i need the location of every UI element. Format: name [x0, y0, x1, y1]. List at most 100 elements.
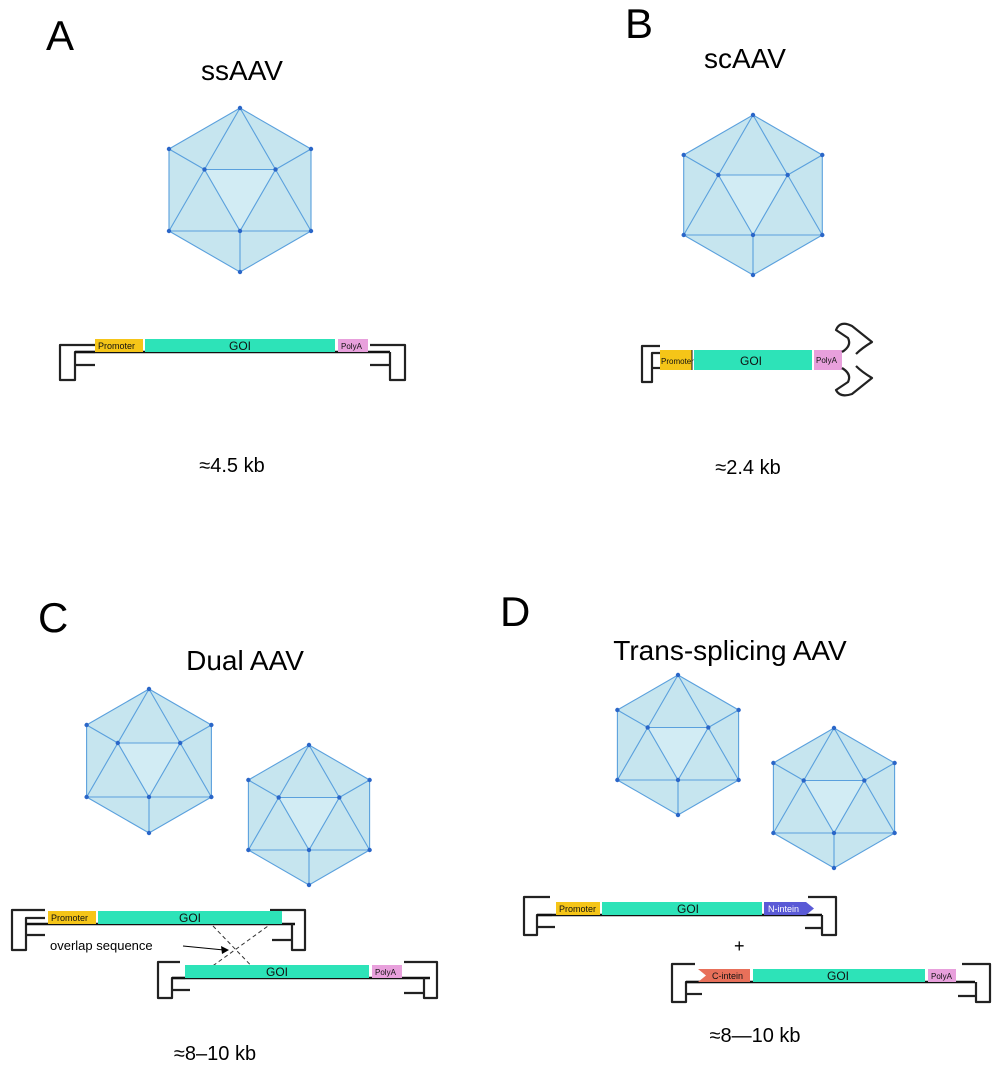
capsid-edge: [275, 148, 312, 170]
panel-letter-d: D: [500, 588, 530, 635]
capsid-vertex: [801, 778, 806, 783]
capsid-edge: [247, 797, 280, 851]
goi-segment: [753, 969, 925, 982]
capsid-vertex: [209, 794, 214, 800]
capsid-vertex: [706, 725, 711, 730]
capsid-edge: [647, 674, 679, 728]
panel-title-d: Trans-splicing AAV: [613, 635, 847, 666]
capsid-vertex: [246, 777, 251, 783]
capsid-vertex: [771, 830, 776, 836]
capsid-icon: [771, 725, 897, 871]
promoter-label: Promoter: [661, 357, 694, 366]
itr-left-icon: [640, 344, 660, 384]
capsid-vertex: [771, 760, 776, 766]
capsid-edge: [787, 154, 823, 176]
polya-segment: [814, 350, 842, 370]
capsid-icon: [615, 672, 741, 818]
capsid-vertex: [166, 146, 172, 152]
itr-right-icon: [404, 960, 439, 1000]
capsid-vertex: [681, 232, 686, 238]
capsid-vertex: [146, 794, 152, 800]
capsid-edge: [617, 709, 648, 728]
capsid-vertex: [736, 707, 741, 713]
capsid-edge: [864, 762, 895, 781]
capsid-vertex: [675, 777, 681, 783]
sc-hairpin-icon: [834, 322, 874, 355]
capsid-edge: [86, 742, 119, 798]
capsid-vertex: [202, 167, 207, 172]
capsid-vertex: [308, 146, 314, 152]
panel-a: A ssAAV Promoter GOI PolyA ≈4.5 kb: [46, 12, 407, 477]
capsid-vertex: [681, 152, 686, 158]
capsid-vertex: [146, 830, 152, 836]
capsid-vertex: [831, 830, 837, 836]
capsid-edge: [86, 724, 119, 744]
goi-label: GOI: [266, 965, 288, 979]
capsid-vertex: [716, 172, 721, 178]
capsid-edge: [168, 169, 205, 232]
goi-segment: [694, 350, 812, 370]
capsid-vertex: [736, 777, 741, 783]
capsid-icon: [84, 686, 214, 836]
capsid-vertex: [831, 865, 837, 871]
capsid-center-face: [277, 796, 341, 852]
capsid-edge: [752, 114, 789, 176]
capsid-edge: [168, 148, 205, 170]
capsid-edge: [148, 688, 181, 744]
capsid-edge: [338, 797, 371, 851]
capsid-edge: [308, 744, 340, 798]
capsid-vertex: [831, 725, 837, 731]
goi-label: GOI: [677, 902, 699, 916]
capsid-vertex: [177, 740, 183, 746]
capsid-vertex: [146, 686, 152, 692]
capsid-vertex: [84, 722, 89, 728]
capsid-icon: [246, 742, 372, 888]
goi-segment: [98, 911, 282, 924]
capsid-vertex: [209, 722, 214, 728]
capsid-vertex: [273, 167, 278, 172]
capsid-vertex: [750, 232, 756, 238]
capsid-vertex: [306, 847, 312, 853]
capsid-vertex: [820, 232, 825, 238]
capsid-center-face: [802, 779, 866, 835]
goi-segment: [145, 339, 335, 352]
polya-segment: [372, 965, 402, 978]
capsid-edge: [772, 780, 805, 834]
capsid-vertex: [306, 742, 312, 748]
polya-label: PolyA: [375, 968, 397, 977]
genome-construct-c1: Promoter GOI: [10, 908, 307, 952]
capsid-vertex: [785, 172, 790, 178]
capsid-edge: [787, 174, 823, 236]
capsid-edge: [803, 727, 835, 781]
capsid-edge: [717, 114, 754, 176]
capsid-edge: [683, 174, 719, 236]
panel-title-b: scAAV: [704, 43, 786, 74]
goi-label: GOI: [740, 354, 762, 368]
n-intein-segment: [764, 902, 814, 915]
capsid-vertex: [337, 795, 342, 800]
overlap-label: overlap sequence: [50, 938, 153, 953]
capsid-edge: [117, 688, 150, 744]
capsid-edge: [278, 744, 310, 798]
polya-label: PolyA: [816, 356, 838, 365]
itr-left-icon: [156, 960, 185, 1000]
itr-right-icon: [370, 343, 407, 382]
panel-title-c: Dual AAV: [186, 645, 304, 676]
capsid-vertex: [115, 740, 121, 746]
capsid-vertex: [246, 847, 251, 853]
capsid-edge: [683, 154, 719, 176]
size-label-d: ≈8—10 kb: [709, 1025, 800, 1047]
polya-segment: [928, 969, 956, 982]
capsid-center-face: [717, 174, 789, 237]
panel-d: D Trans-splicing AAV Promoter GOI N-inte…: [500, 588, 992, 1047]
capsid-vertex: [367, 847, 372, 853]
panel-letter-c: C: [38, 594, 68, 641]
c-intein-label: C-intein: [712, 971, 743, 981]
capsid-vertex: [645, 725, 650, 730]
genome-construct-a: Promoter GOI PolyA: [58, 339, 407, 382]
capsid-edge: [179, 724, 212, 744]
itr-left-icon: [58, 343, 95, 382]
promoter-segment: [660, 350, 692, 370]
genome-construct-d1: Promoter GOI N-intein: [522, 895, 838, 937]
